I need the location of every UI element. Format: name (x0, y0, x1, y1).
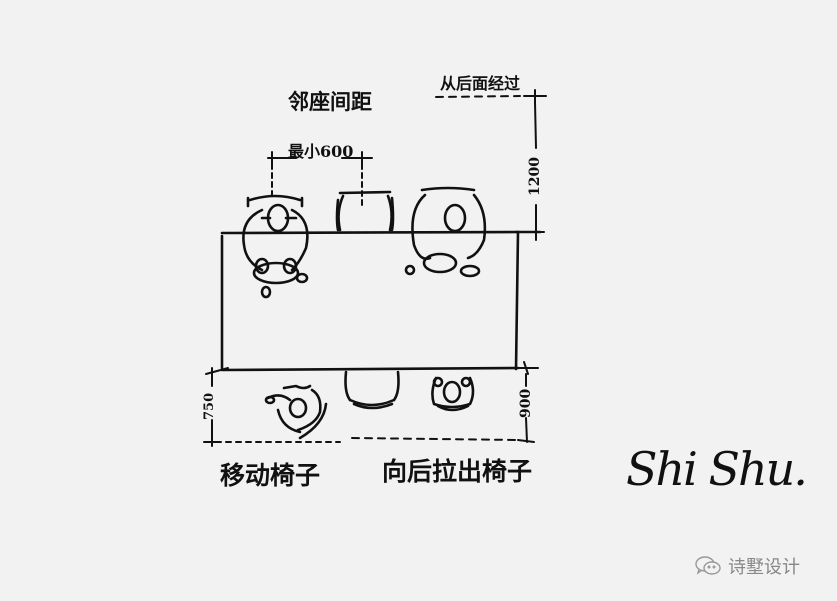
dimension-900 (351, 361, 539, 443)
label-pass-behind: 从后面经过 (440, 74, 521, 93)
label-dim-900: 900 (518, 388, 534, 418)
chair-top-middle (335, 190, 395, 232)
dimension-750 (203, 367, 341, 447)
dimension-min-600 (267, 151, 373, 206)
label-move-chair: 移动椅子 (220, 461, 321, 490)
watermark: 诗墅设计 (694, 553, 800, 579)
table-outline (220, 230, 542, 372)
chair-bottom-middle (344, 370, 400, 410)
label-dim-750: 750 (202, 392, 217, 420)
label-dim-1200: 1200 (527, 157, 543, 196)
seated-person-bottom-right (431, 376, 475, 412)
watermark-text: 诗墅设计 (728, 557, 800, 578)
label-min-600: 最小600 (288, 142, 354, 161)
seated-person-top-right (404, 186, 487, 278)
dimension-1200 (435, 89, 547, 241)
label-adjacent-spacing: 邻座间距 (288, 89, 372, 114)
wechat-icon (695, 556, 721, 575)
signature: Shi Shu. (626, 442, 808, 496)
seated-person-top-left (242, 194, 309, 299)
label-pull-back-chair: 向后拉出椅子 (382, 457, 533, 486)
person-moving-chair (264, 384, 328, 440)
